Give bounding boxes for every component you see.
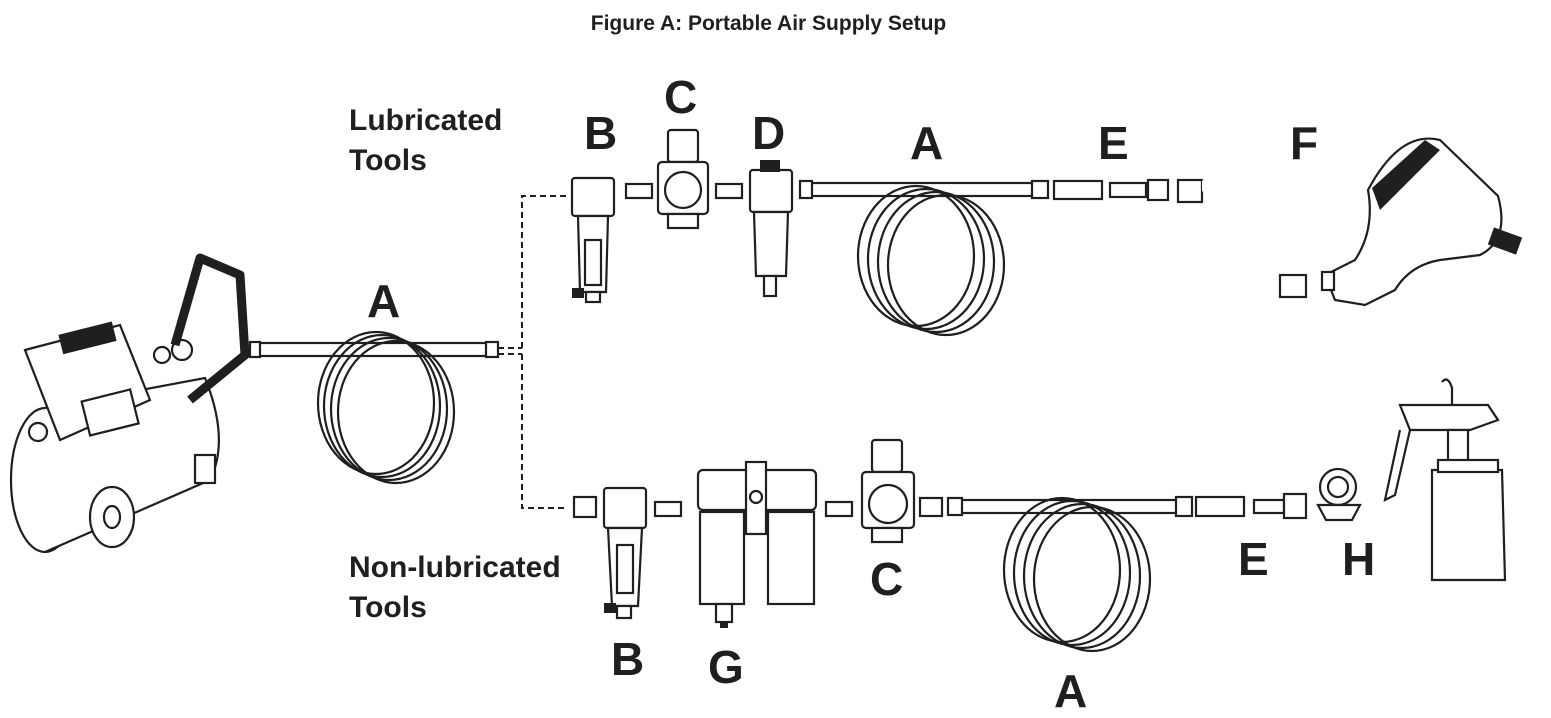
label-lower-coupler: E	[1238, 533, 1269, 585]
section-label-lubricated: Lubricated Tools	[349, 101, 502, 181]
lower-filter	[602, 486, 648, 620]
impact-wrench	[1320, 137, 1523, 307]
section-non-lubricated-line-2: Tools	[349, 591, 427, 624]
lower-outlet-fitting	[918, 496, 944, 518]
upper-air-hose	[798, 179, 1050, 337]
label-main-hose: A	[367, 275, 401, 327]
lower-nipple-2	[824, 500, 854, 518]
lower-quick-coupler	[1194, 492, 1308, 520]
upper-regulator	[656, 128, 710, 230]
label-upper-filter: B	[584, 107, 618, 159]
section-lubricated-line-1: Lubricated	[349, 104, 503, 137]
lower-inlet-fitting	[572, 495, 598, 519]
lower-air-hose	[946, 495, 1194, 653]
lower-regulator	[860, 438, 916, 544]
label-lower-dryer: G	[708, 641, 744, 693]
whip-hose	[1176, 178, 1308, 299]
upper-filter	[570, 176, 616, 304]
label-lower-regulator: C	[870, 553, 904, 605]
label-upper-hose: A	[910, 117, 944, 169]
label-upper-coupler: E	[1098, 117, 1129, 169]
upper-lubricator	[748, 160, 794, 298]
label-upper-lubricator: D	[752, 107, 786, 159]
upper-quick-coupler	[1052, 178, 1170, 202]
label-lower-filter: B	[611, 633, 645, 685]
label-gauge: H	[1342, 533, 1376, 585]
lower-dryer-unit	[696, 460, 818, 628]
lower-nipple-1	[653, 500, 683, 518]
air-compressor	[9, 253, 250, 554]
label-lower-hose: A	[1054, 665, 1088, 717]
main-air-hose	[248, 330, 500, 485]
branch-lines	[498, 195, 568, 509]
label-whip-hose: F	[1290, 117, 1319, 169]
section-lubricated-line-2: Tools	[349, 144, 427, 177]
label-upper-regulator: C	[664, 71, 698, 123]
spray-gun	[1383, 378, 1507, 582]
section-label-non-lubricated: Non-lubricated Tools	[349, 548, 561, 628]
figure-title: Figure A: Portable Air Supply Setup	[590, 12, 947, 35]
pressure-gauge	[1316, 467, 1362, 522]
upper-nipple-1	[624, 182, 654, 200]
upper-nipple-2	[714, 182, 744, 200]
section-non-lubricated-line-1: Non-lubricated	[349, 551, 561, 584]
